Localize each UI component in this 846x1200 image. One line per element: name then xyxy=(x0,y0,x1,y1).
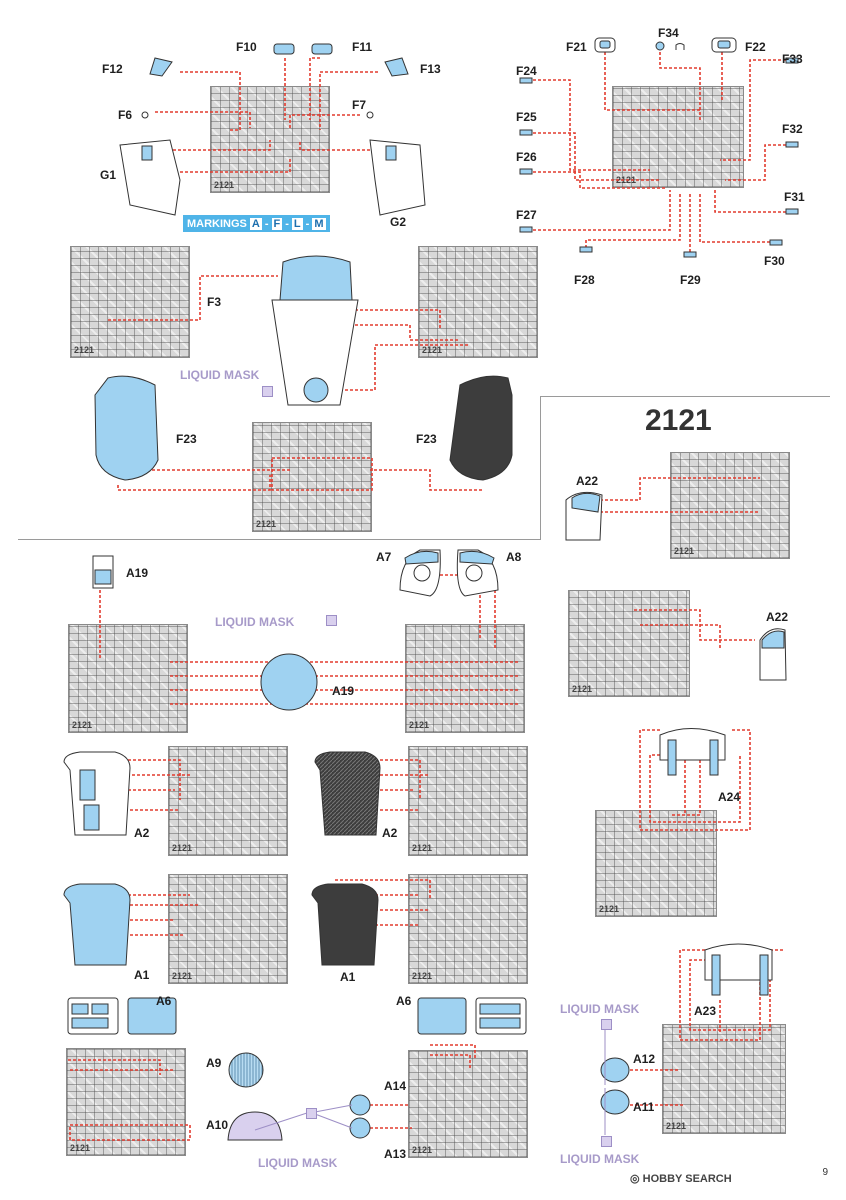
label-f28: F28 xyxy=(574,273,595,287)
mask-sheet-a22-bottom: 2121 xyxy=(568,590,690,697)
label-f7: F7 xyxy=(352,98,367,112)
label-g2: G2 xyxy=(390,215,407,229)
label-f32: F32 xyxy=(782,122,803,136)
marking-letter-l: L xyxy=(291,217,303,230)
marking-letter-m: M xyxy=(312,217,326,230)
hobby-search-watermark: ◎ HOBBY SEARCH xyxy=(630,1173,732,1185)
label-f33: F33 xyxy=(782,52,803,66)
mask-sheet-a6-left: 2121 xyxy=(66,1048,186,1156)
markings-badge: MARKINGS A- F- L- M xyxy=(183,215,330,232)
label-a2-left: A2 xyxy=(134,826,150,840)
divider-middle xyxy=(18,539,541,540)
divider-vertical xyxy=(540,396,541,540)
label-a2-right: A2 xyxy=(382,826,398,840)
label-a24: A24 xyxy=(718,790,741,804)
label-f34: F34 xyxy=(658,26,679,40)
mask-sheet-a6-right: 2121 xyxy=(408,1050,528,1158)
label-f11: F11 xyxy=(352,40,373,54)
mask-sheet-a2-left: 2121 xyxy=(168,746,288,856)
label-a19-top: A19 xyxy=(126,566,149,580)
mask-sheet-a19-left: 2121 xyxy=(68,624,188,733)
label-a1-left: A1 xyxy=(134,968,150,982)
markings-label: MARKINGS xyxy=(187,217,247,230)
mask-sheet-f3-right: 2121 xyxy=(418,246,538,358)
label-a6-right: A6 xyxy=(396,994,412,1008)
label-f27: F27 xyxy=(516,208,537,222)
liquid-mask-label-a11: LIQUID MASK xyxy=(560,1152,640,1166)
mask-sheet-f3-left: 2121 xyxy=(70,246,190,358)
label-a8: A8 xyxy=(506,550,522,564)
liquid-mask-swatch xyxy=(262,386,273,397)
mask-sheet-a22-top: 2121 xyxy=(670,452,790,559)
label-f3: F3 xyxy=(207,295,222,309)
label-f30: F30 xyxy=(764,254,785,268)
label-a13: A13 xyxy=(384,1147,407,1161)
marking-letter-f: F xyxy=(271,217,283,230)
label-a23: A23 xyxy=(694,1004,717,1018)
label-a9: A9 xyxy=(206,1056,222,1070)
divider-top-right xyxy=(540,396,830,397)
liquid-mask-label-a19: LIQUID MASK xyxy=(215,615,295,629)
label-a19-center: A19 xyxy=(332,684,355,698)
label-a11: A11 xyxy=(633,1100,655,1114)
page-number: 9 xyxy=(822,1167,828,1178)
label-a10: A10 xyxy=(206,1118,229,1132)
label-f6: F6 xyxy=(118,108,133,122)
label-a22-top: A22 xyxy=(576,474,599,488)
label-a1-right: A1 xyxy=(340,970,356,984)
mask-sheet-a24: 2121 xyxy=(595,810,717,917)
section-title: 2121 xyxy=(645,404,712,437)
label-f22: F22 xyxy=(745,40,766,54)
label-f23-right: F23 xyxy=(416,432,437,446)
mask-sheet-a19-right: 2121 xyxy=(405,624,525,733)
label-f10: F10 xyxy=(236,40,257,54)
liquid-mask-label-a10: LIQUID MASK xyxy=(258,1156,338,1170)
label-g1: G1 xyxy=(100,168,117,182)
liquid-mask-label-f3: LIQUID MASK xyxy=(180,368,260,382)
label-f24: F24 xyxy=(516,64,537,78)
label-f21: F21 xyxy=(566,40,587,54)
label-f31: F31 xyxy=(784,190,805,204)
label-a7: A7 xyxy=(376,550,392,564)
label-f29: F29 xyxy=(680,273,701,287)
label-a14: A14 xyxy=(384,1079,407,1093)
label-a6-left: A6 xyxy=(156,994,172,1008)
label-a22-bottom: A22 xyxy=(766,610,789,624)
mask-sheet-a1-left: 2121 xyxy=(168,874,288,984)
liquid-mask-label-a12: LIQUID MASK xyxy=(560,1002,640,1016)
mask-sheet-a23: 2121 xyxy=(662,1024,786,1134)
liquid-mask-swatch xyxy=(326,615,337,626)
liquid-mask-swatch xyxy=(601,1019,612,1030)
liquid-mask-swatch xyxy=(601,1136,612,1147)
label-f25: F25 xyxy=(516,110,537,124)
marking-letter-a: A xyxy=(249,217,262,230)
mask-sheet-a1-right: 2121 xyxy=(408,874,528,984)
liquid-mask-swatch xyxy=(306,1108,317,1119)
label-a12: A12 xyxy=(633,1052,656,1066)
mask-sheet-a2-right: 2121 xyxy=(408,746,528,856)
label-f13: F13 xyxy=(420,62,441,76)
label-f23-left: F23 xyxy=(176,432,197,446)
label-f12: F12 xyxy=(102,62,123,76)
label-f26: F26 xyxy=(516,150,537,164)
